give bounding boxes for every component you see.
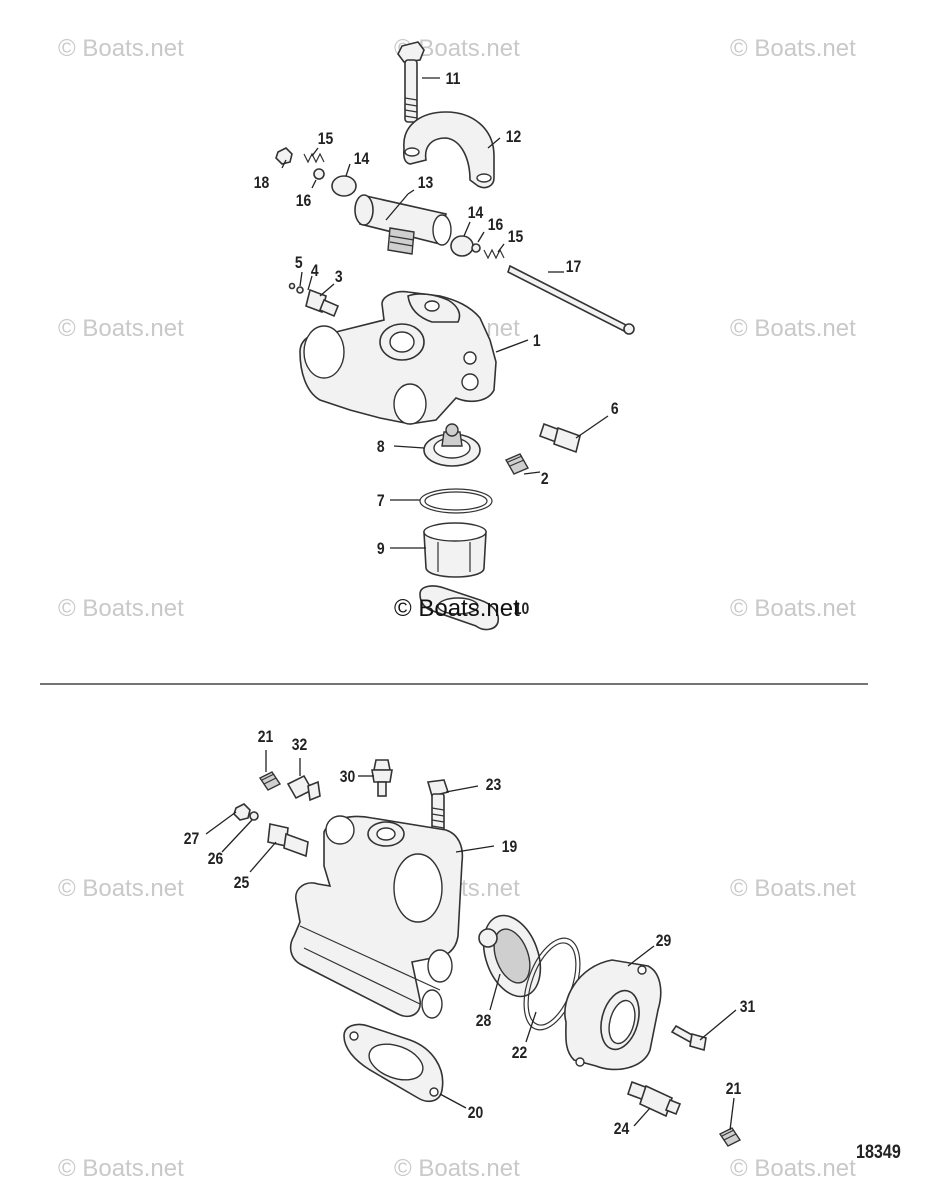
callout-label: 23	[486, 776, 502, 795]
washer-part-16	[471, 243, 481, 253]
callout-label: 21	[726, 1080, 742, 1099]
callout-label: 27	[184, 830, 199, 849]
plug-part-21	[258, 771, 282, 791]
thermostat-part-28	[478, 914, 542, 998]
watermark-center: © Boats.net	[394, 595, 520, 622]
watermark: © Boats.net	[730, 595, 856, 622]
callout-label: 21	[258, 728, 274, 747]
plug-part-21	[718, 1127, 742, 1147]
watermark: © Boats.net	[730, 875, 856, 902]
plug-part-2	[505, 453, 529, 475]
sensor-part-25	[267, 823, 309, 858]
watermark: © Boats.net	[58, 1155, 184, 1182]
watermark: © Boats.net	[394, 1155, 520, 1182]
bolt-part-11	[397, 41, 425, 123]
gasket-part-20	[343, 1023, 444, 1103]
callout-label: 20	[468, 1104, 483, 1123]
cap-part-14	[331, 175, 357, 197]
washer-part-16	[313, 168, 325, 180]
callout-label: 24	[614, 1120, 630, 1139]
cover-part-29	[564, 959, 662, 1071]
washer-part-4	[296, 286, 304, 294]
callout-label: 1	[533, 332, 541, 351]
washer-part-5	[288, 282, 296, 290]
callout-label: 16	[488, 216, 504, 235]
callout-label: 4	[311, 262, 319, 281]
callout-label: 6	[611, 400, 619, 419]
watermark: © Boats.net	[730, 35, 856, 62]
callout-label: 17	[566, 258, 581, 277]
callout-label: 26	[208, 850, 224, 869]
sleeve-part-9	[423, 522, 487, 578]
leader-lines-bottom	[205, 750, 737, 1131]
adapter-part-32	[286, 774, 321, 802]
callout-label: 12	[506, 128, 522, 147]
callout-label: 7	[377, 492, 385, 511]
bolt-part-31	[670, 1024, 707, 1052]
leader-lines-top	[281, 77, 609, 549]
clamp-part-12	[402, 111, 495, 189]
callout-label: 5	[295, 254, 303, 273]
nut-part-18	[275, 147, 293, 165]
callout-label: 25	[234, 874, 250, 893]
oring-part-7	[419, 488, 493, 514]
callout-label: 10	[514, 600, 529, 619]
callout-labels-bottom: 21 32 30 23 27 26 25 19 29 31 28 22 21 2…	[184, 728, 756, 1139]
gasket-part-10	[419, 585, 500, 631]
watermark: © Boats.net	[730, 1155, 856, 1182]
tee-part-13	[354, 194, 452, 255]
callout-label: 14	[354, 150, 370, 169]
callout-labels-top: 11 12 15 14 13 18 16 14 16 15 17 5 4 3 1…	[254, 70, 619, 619]
diagram-number: 18349	[856, 1141, 901, 1163]
callout-label: 9	[377, 540, 385, 559]
callout-label: 8	[377, 438, 385, 457]
bottom-assembly: 21 32 30 23 27 26 25 19 29 31 28 22 21 2…	[184, 728, 901, 1163]
callout-label: 32	[292, 736, 308, 755]
oring-part-7	[424, 491, 488, 511]
callout-label: 31	[740, 998, 756, 1017]
cap-part-14	[450, 235, 474, 257]
callout-label: 2	[541, 470, 549, 489]
sensor-part-3	[305, 288, 340, 318]
bolt-part-23	[426, 779, 450, 835]
spring-part-15	[483, 248, 505, 260]
housing-part-1	[299, 290, 497, 425]
watermark: © Boats.net	[58, 35, 184, 62]
watermark: © Boats.net	[58, 595, 184, 622]
watermark: © Boats.net	[58, 315, 184, 342]
fitting-part-30	[371, 759, 393, 797]
spring-part-15	[303, 152, 325, 164]
sender-part-6	[538, 422, 581, 454]
callout-label: 18	[254, 174, 270, 193]
callout-label: 15	[508, 228, 524, 247]
thermostat-part-8	[423, 423, 481, 467]
callout-label: 30	[340, 768, 355, 787]
callout-label: 22	[512, 1044, 528, 1063]
housing-part-19	[289, 815, 464, 1019]
callout-label: 14	[468, 204, 484, 223]
watermark: © Boats.net	[730, 315, 856, 342]
callout-label: 11	[446, 70, 461, 89]
nut-part-27	[233, 803, 251, 821]
washer-part-26	[249, 811, 259, 821]
callout-label: 15	[318, 130, 334, 149]
sender-part-24	[626, 1080, 682, 1118]
callout-label: 28	[476, 1012, 492, 1031]
top-assembly: 11 12 15 14 13 18 16 14 16 15 17 5 4 3 1…	[254, 41, 635, 631]
callout-label: 3	[335, 268, 343, 287]
callout-label: 29	[656, 932, 672, 951]
callout-label: 19	[502, 838, 518, 857]
rod-part-17	[507, 264, 635, 335]
callout-label: 13	[418, 174, 434, 193]
callout-label: 16	[296, 192, 312, 211]
watermark: © Boats.net	[58, 875, 184, 902]
